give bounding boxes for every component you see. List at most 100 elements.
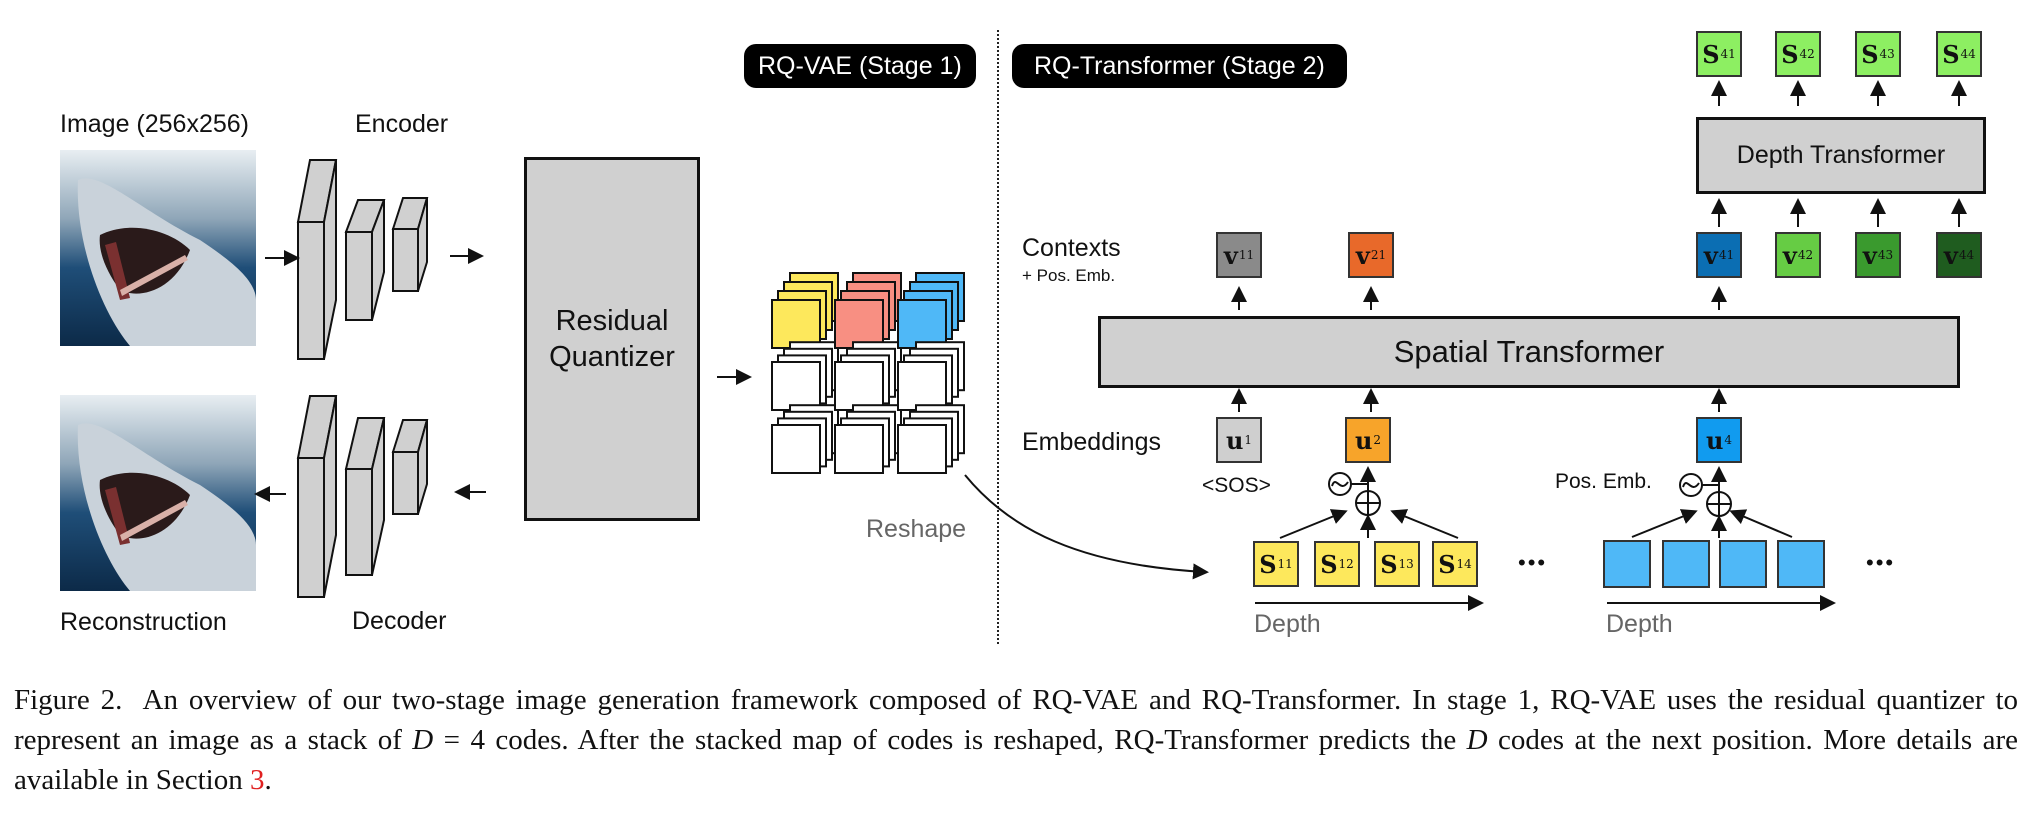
depth-input-arrows — [1711, 198, 1967, 227]
code-stack-cell-r2-c3-d1 — [897, 361, 947, 411]
section-ref-link[interactable]: 3 — [249, 764, 265, 796]
reconstruction-label: Reconstruction — [60, 608, 227, 636]
token-subscript: 41 — [1720, 47, 1736, 61]
code-stack-cell-r3-c3-d1 — [897, 424, 947, 474]
decoder-block-3 — [391, 419, 429, 515]
token-subscript: 43 — [1879, 47, 1895, 61]
code-token-pos3-4 — [1777, 540, 1825, 588]
decoder-block-2 — [344, 417, 386, 576]
code-token-pos3-2 — [1662, 540, 1710, 588]
token-symbol: u — [1354, 425, 1373, 455]
token-symbol: v — [1943, 240, 1958, 270]
depth-axis-label-2: Depth — [1606, 610, 1673, 638]
token-symbol: u — [1225, 425, 1244, 455]
ellipsis-1: ••• — [1518, 550, 1548, 575]
token-subscript: 4 — [1724, 433, 1733, 447]
diagram-canvas — [254, 30, 1967, 645]
reconstruction-shark-image — [60, 395, 256, 591]
sinusoid-icon-u2 — [1328, 472, 1368, 496]
token-subscript: 44 — [1960, 47, 1976, 61]
token-subscript: 42 — [1799, 47, 1815, 61]
token-symbol: S — [1320, 549, 1338, 579]
depth-transformer-block: Depth Transformer — [1696, 117, 1986, 194]
token-subscript: 11 — [1238, 248, 1255, 262]
sinusoid-icon-u4 — [1679, 473, 1719, 497]
code-stack-cell-r1-c2-d1 — [834, 299, 884, 349]
caption-part3: codes at the next position. More details… — [14, 724, 2019, 796]
encoder-block-3 — [391, 197, 429, 292]
caption-part2: codes. After the stacked map of codes is… — [484, 724, 1467, 756]
code-stack-cell-r2-c1-d1 — [771, 361, 821, 411]
code-stack-cell-r1-c1-d1 — [771, 299, 821, 349]
contexts-label: Contexts — [1022, 234, 1121, 262]
decoder-block-1 — [296, 395, 338, 598]
math-D-2: D — [1466, 724, 1488, 756]
input-image-label: Image (256x256) — [60, 110, 250, 138]
residual-quantizer-block: Residual Quantizer — [524, 157, 700, 521]
sum-node-u2 — [1279, 466, 1459, 539]
math-D-1: D — [412, 724, 434, 756]
token-subscript: 21 — [1370, 248, 1387, 262]
token-subscript: 43 — [1877, 248, 1894, 262]
token-symbol: S — [1259, 549, 1277, 579]
caption-part4: . — [264, 764, 272, 796]
token-symbol: S — [1438, 549, 1456, 579]
token-subscript: 1 — [1244, 433, 1253, 447]
encoder-label: Encoder — [355, 110, 449, 138]
token-subscript: 12 — [1338, 557, 1354, 571]
token-symbol: v — [1862, 240, 1877, 270]
reshape-arrow — [964, 474, 1209, 580]
encoder-block-2 — [344, 199, 386, 321]
decoder-label: Decoder — [352, 607, 447, 635]
stage1-tag: RQ-VAE (Stage 1) — [744, 44, 976, 88]
figure-caption: Figure 2. An overview of our two-stage i… — [14, 680, 2018, 800]
code-stack-cell-r3-c2-d1 — [834, 424, 884, 474]
reshape-label: Reshape — [866, 515, 967, 543]
ellipsis-2: ••• — [1866, 550, 1896, 575]
pos-emb-label: Pos. Emb. — [1555, 470, 1652, 493]
token-symbol: S — [1702, 39, 1720, 69]
token-symbol: v — [1355, 240, 1370, 270]
code-stack-cell-r1-c3-d1 — [897, 299, 947, 349]
token-symbol: u — [1705, 425, 1724, 455]
token-symbol: v — [1223, 240, 1238, 270]
code-token-pos3-3 — [1719, 540, 1767, 588]
token-subscript: 14 — [1456, 557, 1472, 571]
embeddings-label: Embeddings — [1022, 428, 1161, 456]
token-symbol: S — [1942, 39, 1960, 69]
token-symbol: S — [1861, 39, 1879, 69]
token-subscript: 2 — [1373, 433, 1382, 447]
contexts-pos-emb-label: + Pos. Emb. — [1022, 266, 1116, 285]
depth-axis-label-1: Depth — [1254, 610, 1321, 638]
depth-output-arrows — [1711, 80, 1967, 106]
input-shark-image — [60, 150, 256, 346]
token-symbol: S — [1380, 549, 1398, 579]
encoder-block-1 — [296, 159, 338, 360]
sum-node-u4 — [1631, 466, 1793, 538]
token-symbol: v — [1782, 240, 1797, 270]
code-tokens-pos3 — [1603, 540, 1825, 588]
token-symbol: S — [1781, 39, 1799, 69]
code-stack-grid — [771, 272, 965, 474]
figure-number: Figure 2. — [14, 684, 123, 716]
code-token-pos3-1 — [1603, 540, 1651, 588]
quantizer-label-line1: Residual — [555, 305, 669, 337]
token-subscript: 11 — [1277, 557, 1293, 571]
code-stack-cell-r3-c1-d1 — [771, 424, 821, 474]
spatial-transformer-block: Spatial Transformer — [1098, 316, 1960, 388]
